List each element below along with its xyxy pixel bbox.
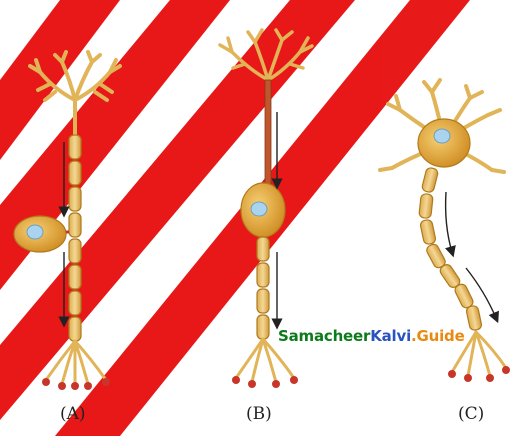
neuron-b-dendrite-stalk — [265, 80, 271, 190]
watermark-part1: Samacheer — [278, 327, 370, 345]
neuron-a-nucleus — [27, 225, 43, 239]
neuron-c-nucleus — [434, 129, 450, 143]
neuron-b-terminal-knobs — [232, 376, 298, 388]
neuron-a-axon — [69, 135, 81, 341]
label-a: (A) — [60, 404, 86, 424]
watermark-part2: Kalvi — [370, 327, 411, 345]
watermark-part3: .Guide — [411, 327, 465, 345]
watermark-text: SamacheerKalvi.Guide — [278, 327, 465, 345]
neuron-c-arrow-1 — [446, 192, 452, 252]
label-c: (C) — [458, 404, 484, 424]
neuron-b-axon — [257, 237, 269, 339]
label-b: (B) — [246, 404, 272, 424]
neuron-b-nucleus — [251, 202, 267, 216]
neuron-b-axon-terminals — [236, 339, 294, 382]
neuron-c-terminal-knobs — [448, 366, 510, 382]
